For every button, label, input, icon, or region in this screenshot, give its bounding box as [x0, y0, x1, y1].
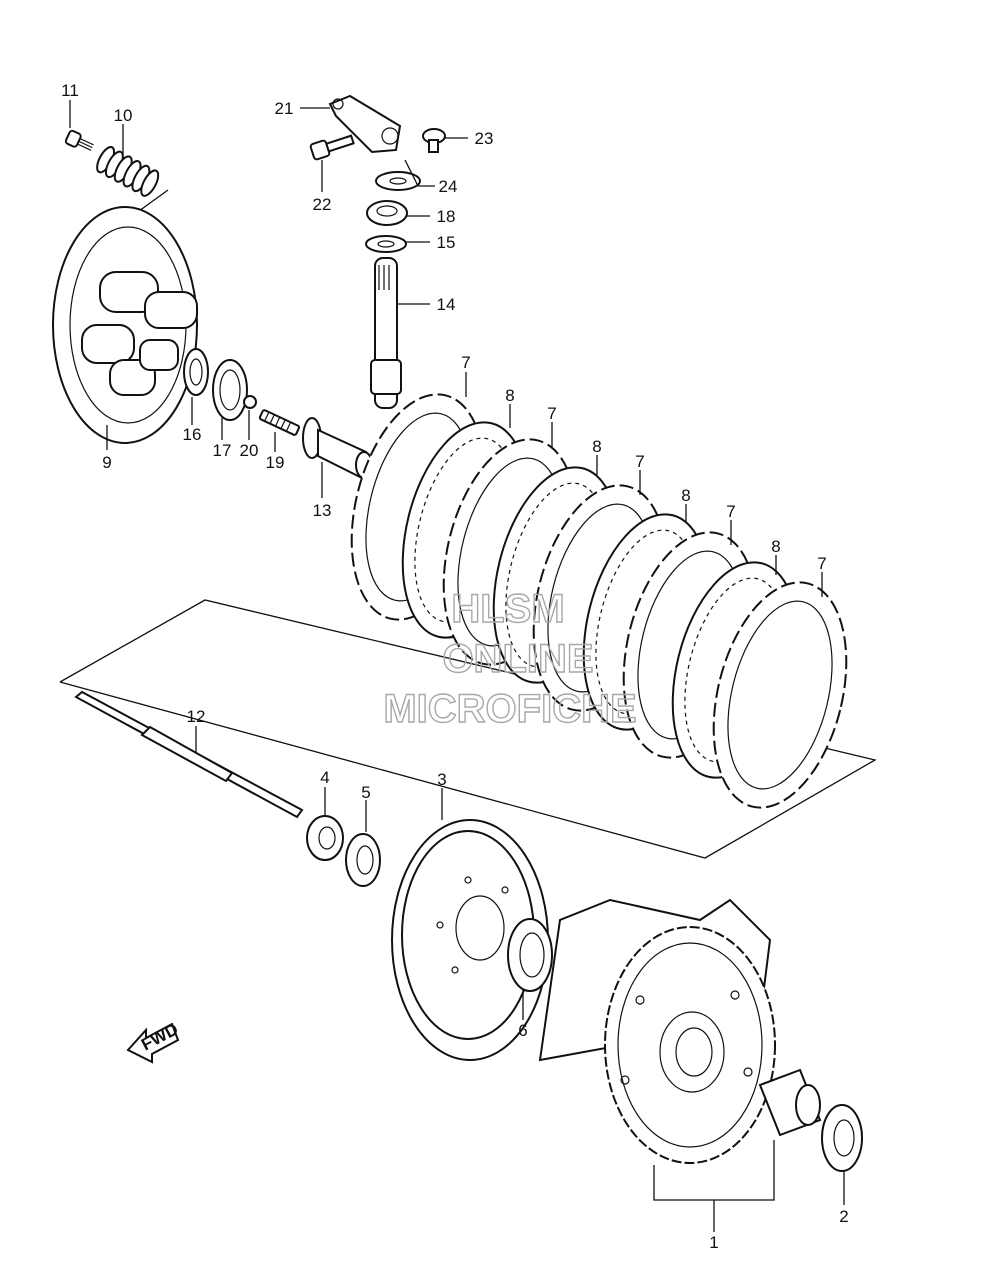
callout-8-c: 8	[681, 486, 690, 505]
callout-7-d: 7	[726, 502, 735, 521]
clutch-plate-stack	[350, 393, 848, 809]
release-arm-assembly	[309, 94, 446, 409]
nut	[306, 815, 344, 861]
callout-8-b: 8	[592, 437, 601, 456]
callout-14: 14	[437, 295, 456, 314]
push-rod	[74, 690, 304, 819]
leader-lines	[69, 100, 845, 1232]
callout-19: 19	[266, 453, 285, 472]
callout-21: 21	[275, 99, 294, 118]
callout-1: 1	[709, 1233, 718, 1252]
push-piece	[302, 417, 373, 480]
watermark-line-1: HLSM	[451, 587, 564, 631]
callout-3: 3	[437, 770, 446, 789]
callout-8-d: 8	[771, 537, 780, 556]
callout-16: 16	[183, 425, 202, 444]
watermark-line-2: ONLINE	[442, 637, 593, 681]
callout-23: 23	[475, 129, 494, 148]
callout-17: 17	[213, 441, 232, 460]
callout-20: 20	[240, 441, 259, 460]
callout-5: 5	[361, 783, 370, 802]
callout-7-e: 7	[817, 554, 826, 573]
callout-7-c: 7	[635, 452, 644, 471]
callout-labels: 11 10 21 22 23 24 18 15 14 9 16 17 20 19…	[61, 81, 849, 1252]
spring-and-bolt	[64, 129, 160, 197]
callout-6: 6	[518, 1021, 527, 1040]
direction-arrow-icon: FWD	[126, 1020, 181, 1064]
thrust-washer	[507, 918, 553, 992]
lock-washer	[345, 833, 381, 887]
pressure-plate	[52, 206, 198, 444]
watermark-line-3: MICROFICHE	[383, 687, 636, 731]
callout-7-a: 7	[461, 353, 470, 372]
outer-washer	[821, 1104, 863, 1172]
spacer-bushing	[758, 1068, 822, 1137]
callout-13: 13	[313, 501, 332, 520]
callout-2: 2	[839, 1207, 848, 1226]
callout-11: 11	[61, 81, 79, 100]
callout-22: 22	[313, 195, 332, 214]
callout-24: 24	[439, 177, 458, 196]
clutch-sleeve-hub	[391, 819, 549, 1061]
callout-12: 12	[187, 707, 206, 726]
callout-4: 4	[320, 768, 329, 787]
watermark: HLSM ONLINE MICROFICHE	[383, 586, 638, 731]
callout-10: 10	[114, 106, 133, 125]
primary-driven-gear	[538, 898, 776, 1164]
release-bearing-set	[183, 348, 301, 436]
callout-15: 15	[437, 233, 456, 252]
callout-8-a: 8	[505, 386, 514, 405]
callout-9: 9	[102, 453, 111, 472]
callout-18: 18	[437, 207, 456, 226]
callout-7-b: 7	[547, 404, 556, 423]
